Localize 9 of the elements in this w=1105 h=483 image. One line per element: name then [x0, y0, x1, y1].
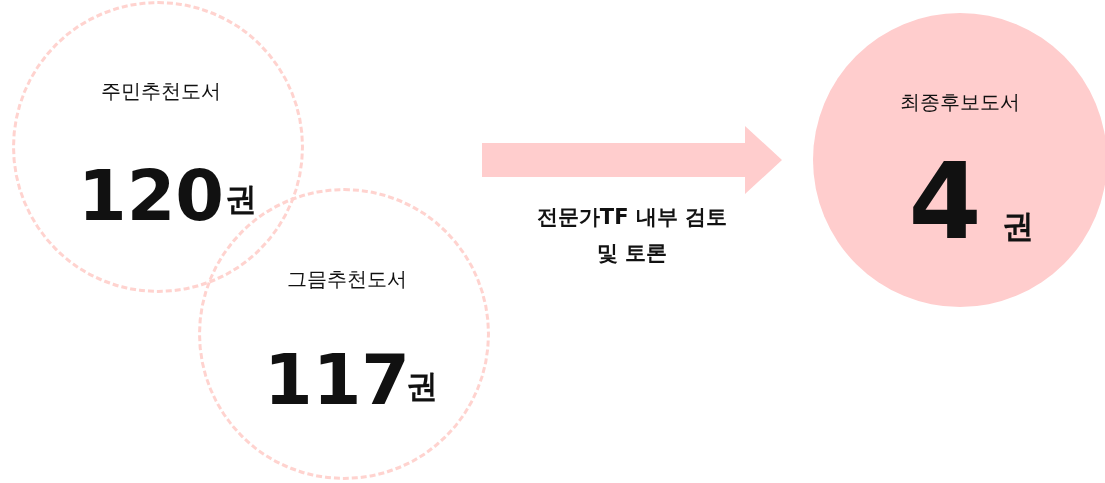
count-unit: 권 [225, 183, 257, 215]
count-unit: 권 [1002, 210, 1034, 242]
circle-title: 주민추천도서 [101, 81, 221, 101]
edge-label: 전문가TF 내부 검토 및 토론 [535, 204, 729, 267]
block-arrow [482, 126, 782, 194]
count-number: 120 [77, 161, 225, 231]
circle-title: 그믐추천도서 [287, 269, 407, 289]
count-number: 4 [908, 150, 982, 255]
circle-title: 최종후보도서 [900, 92, 1020, 112]
